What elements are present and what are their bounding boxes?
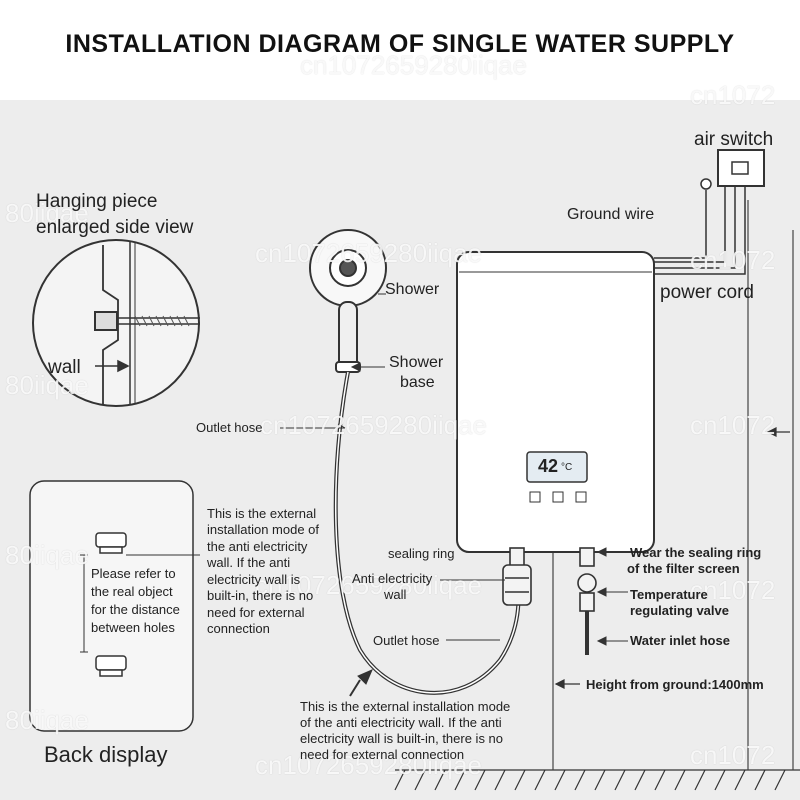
ground-symbol-icon <box>700 178 712 190</box>
temp-valve-label-line1: Temperature <box>630 587 708 602</box>
outlet-hose-label-top: Outlet hose <box>196 420 263 435</box>
refer-line: for the distance <box>91 602 180 617</box>
hanging-piece-label-line2: enlarged side view <box>36 217 194 238</box>
height-from-ground-label: Height from ground:1400mm <box>586 677 764 692</box>
shower-label: Shower <box>385 281 440 298</box>
refer-line: between holes <box>91 620 175 635</box>
outlet-hose-label-bottom: Outlet hose <box>373 633 440 648</box>
temperature-valve <box>577 547 597 655</box>
external-mode-line: need for external <box>207 605 305 620</box>
air-switch-icon <box>717 149 765 187</box>
external-mode-line: the anti electricity <box>207 539 308 554</box>
air-switch-label: air switch <box>694 129 774 150</box>
ground-wire-label: Ground wire <box>567 206 655 223</box>
refer-line: Please refer to <box>91 566 176 581</box>
back-display-panel <box>29 480 200 732</box>
water-inlet-hose-label: Water inlet hose <box>630 633 730 648</box>
title-band <box>0 0 800 100</box>
anti-electricity-wall-label-line2: wall <box>384 587 407 602</box>
floor-hatch <box>394 769 800 791</box>
external-mode-line: This is the external <box>207 506 317 521</box>
hanging-piece-detail <box>32 239 200 407</box>
hanging-piece-label-line1: Hanging piece <box>36 191 158 212</box>
external-mode-line: installation mode of <box>207 522 320 537</box>
external-mode-line: connection <box>207 621 270 636</box>
external-bottom-line: of the anti electricity wall. If the ant… <box>300 715 502 730</box>
back-display-label: Back display <box>44 742 168 767</box>
anti-electricity-wall-fitting <box>502 547 532 606</box>
external-mode-line: wall. If the anti <box>207 555 291 570</box>
water-heater-body <box>456 251 655 553</box>
page-title: INSTALLATION DIAGRAM OF SINGLE WATER SUP… <box>65 30 735 58</box>
external-mode-line: built-in, there is no <box>207 588 314 603</box>
external-bottom-line: need for external connection <box>300 747 465 762</box>
power-cord-label: power cord <box>660 282 754 303</box>
power-wiring <box>654 180 746 275</box>
refer-line: the real object <box>91 584 173 599</box>
sealing-ring-label: sealing ring <box>388 546 455 561</box>
external-mode-line: electricity wall is <box>207 572 301 587</box>
shower-head-icon <box>309 229 387 373</box>
wear-sealing-label-line2: of the filter screen <box>627 561 740 576</box>
shower-base-label-line2: base <box>400 374 435 391</box>
wear-sealing-label-line1: Wear the sealing ring <box>630 545 762 560</box>
anti-electricity-wall-label-line1: Anti electricity <box>352 571 433 586</box>
temp-valve-label-line2: regulating valve <box>630 603 729 618</box>
wall-label: wall <box>48 357 81 378</box>
display-reading: 42 <box>538 456 559 476</box>
display-unit: °C <box>561 462 573 473</box>
shower-base-label-line1: Shower <box>389 354 444 371</box>
external-bottom-line: electricity wall is built-in, there is n… <box>300 731 504 746</box>
external-bottom-line: This is the external installation mode <box>300 699 511 714</box>
